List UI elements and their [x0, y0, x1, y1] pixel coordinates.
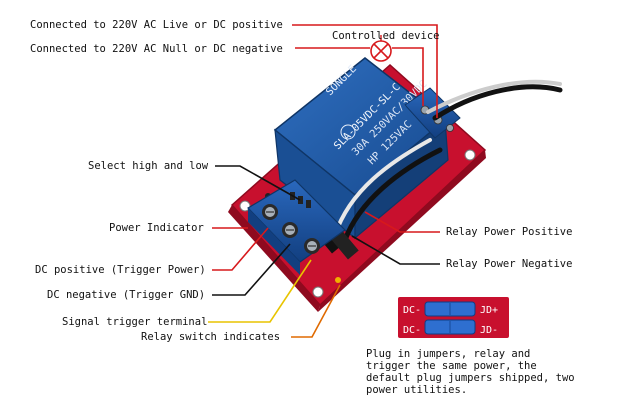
- jumper-jd-bottom-label: JD-: [480, 325, 498, 336]
- load-wires: [428, 82, 560, 118]
- label-dc-negative-trigger: DC negative (Trigger GND): [47, 289, 205, 301]
- label-dc-positive-trigger: DC positive (Trigger Power): [35, 264, 206, 276]
- label-live-positive: Connected to 220V AC Live or DC positive: [30, 19, 283, 31]
- label-signal-trigger: Signal trigger terminal: [62, 316, 207, 328]
- label-null-negative: Connected to 220V AC Null or DC negative: [30, 43, 283, 55]
- controlled-device-icon: [371, 41, 391, 61]
- note-line-3: default plug jumpers shipped, two: [366, 372, 575, 384]
- note-line-4: power utilities.: [366, 384, 467, 396]
- jumper-dc-bottom-label: DC-: [403, 325, 421, 336]
- note-line-1: Plug in jumpers, relay and: [366, 348, 530, 360]
- label-relay-power-positive: Relay Power Positive: [446, 226, 572, 238]
- jumper-inset: DC- DC- JD+ JD-: [398, 297, 509, 338]
- jumper-jd-top-label: JD+: [480, 305, 498, 316]
- label-relay-power-negative: Relay Power Negative: [446, 258, 572, 270]
- label-controlled-device: Controlled device: [332, 30, 439, 42]
- label-power-indicator: Power Indicator: [109, 222, 204, 234]
- note-line-2: trigger the same power, the: [366, 360, 537, 372]
- jumper-dc-top-label: DC-: [403, 305, 421, 316]
- label-relay-switch: Relay switch indicates: [141, 331, 280, 343]
- label-select-high-low: Select high and low: [88, 160, 208, 172]
